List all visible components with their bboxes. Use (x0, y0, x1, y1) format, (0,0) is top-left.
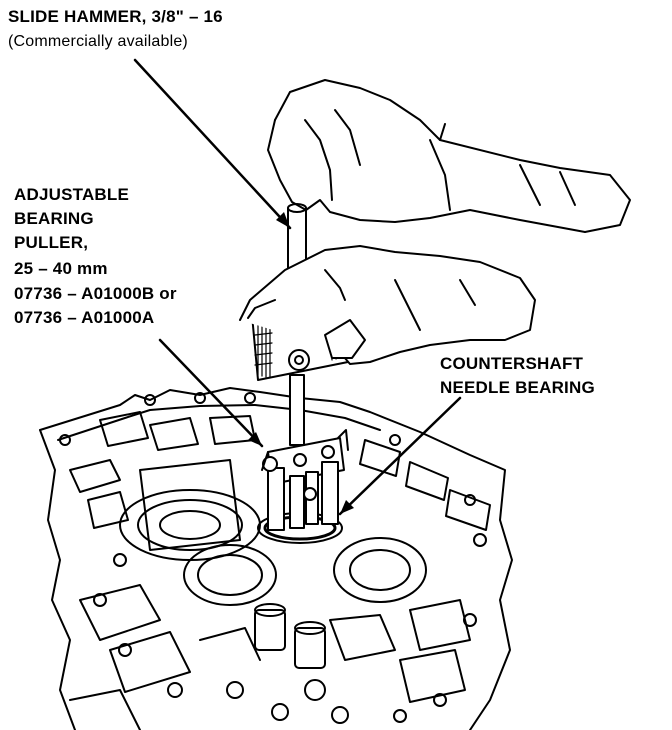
slide-hammer-label: SLIDE HAMMER, 3/8" – 16 (8, 7, 223, 26)
leader-bearing-puller (158, 338, 264, 448)
leader-needle-bearing (338, 396, 462, 516)
bearing-puller-label-line1: ADJUSTABLE (14, 185, 130, 204)
bearing-puller-label-line2: BEARING (14, 209, 94, 228)
bearing-puller-size: 25 – 40 mm (14, 259, 108, 278)
lower-hand (239, 245, 536, 365)
bearing-puller-part-2: 07736 – A01000A (14, 308, 155, 327)
bearing-puller-label-line3: PULLER, (14, 233, 89, 252)
upper-hand (267, 79, 631, 233)
leader-lines (133, 58, 462, 516)
leader-slide-hammer (133, 58, 292, 230)
needle-bearing-label-line1: COUNTERSHAFT (440, 354, 584, 373)
slide-hammer-note: (Commercially available) (8, 33, 188, 50)
bearing-puller-tool (261, 429, 349, 531)
bearing-puller-part-1: 07736 – A01000B or (14, 284, 177, 303)
needle-bearing-label-line2: NEEDLE BEARING (440, 378, 595, 397)
transmission-case (39, 387, 513, 730)
